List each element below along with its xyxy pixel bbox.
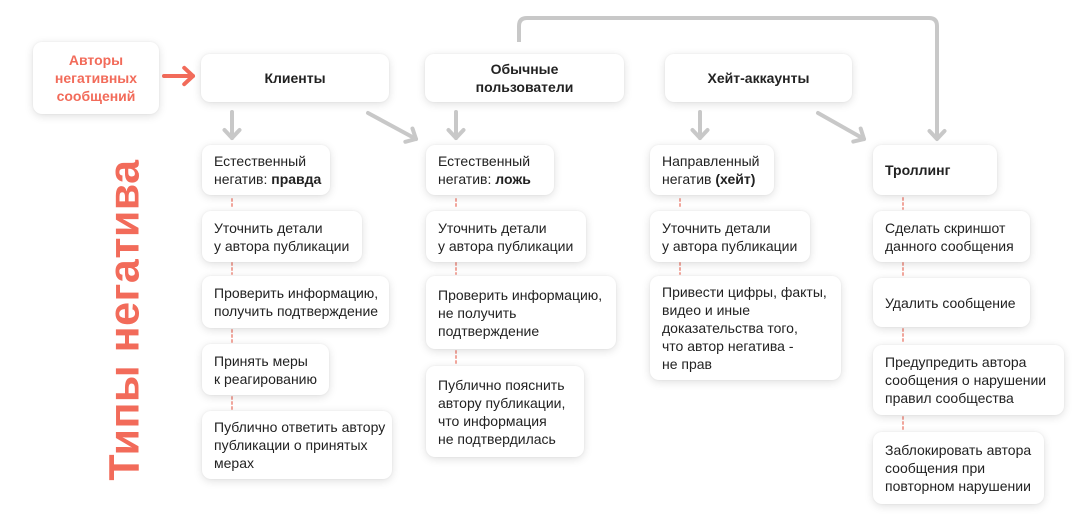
hate-accounts-to-hate-arrow-head	[690, 127, 710, 140]
ordinary-users-to-trolling-line	[517, 16, 939, 138]
lie-title-card-line: негатив: ложь	[438, 170, 542, 188]
lie-step-card-line: что информация	[438, 412, 547, 429]
lie-step-card-line: не получить	[438, 304, 517, 321]
truth-step-card-line: у автора публикации	[214, 237, 350, 254]
header-clients-line: Клиенты	[264, 70, 326, 86]
hate-step-card-line: видео и иные	[662, 302, 750, 318]
troll-step-card-line: сообщения при	[885, 460, 986, 476]
hate-step-card-line: что автор негатива -	[662, 338, 794, 354]
header-trolling-line: Троллинг	[885, 162, 951, 178]
truth-title-card-line: Естественный	[214, 153, 307, 169]
header-ordinary-users-line: пользователи	[475, 79, 574, 95]
header-hate-accounts: Хейт-аккаунты	[665, 54, 852, 102]
lie-step-card-line: Проверить информацию,	[438, 286, 603, 303]
hate-step-card-line: доказательства того,	[662, 320, 798, 336]
ordinary-to-lie-arrow-head	[446, 127, 466, 140]
truth-title-card-line: негатив: правда	[214, 170, 322, 188]
hate-step-card-line: у автора публикации	[662, 237, 798, 254]
clients-to-lie-arrow-shaft	[366, 111, 418, 141]
truth-step-card-line: публикации о принятых	[214, 437, 368, 453]
truth-step-card-line: Публично ответить автору	[214, 419, 386, 435]
header-clients: Клиенты	[201, 54, 389, 102]
truth-title-card-label: негатив:	[214, 171, 272, 187]
lie-title-card-line: Естественный	[438, 153, 531, 169]
lie-step-card-line: Уточнить детали	[438, 219, 547, 236]
lie-title-card-label: негатив:	[438, 171, 496, 187]
truth-step-card-line: мерах	[214, 455, 254, 471]
hate-step-card-line: не прав	[662, 356, 712, 372]
troll-step-card-line: Удалить сообщение	[885, 294, 1016, 311]
authors-to-clients-arrow-head	[182, 65, 195, 87]
lie-title-card-verdict: ложь	[495, 171, 531, 187]
troll-step-card-line: Заблокировать автора	[885, 442, 1032, 458]
troll-step-card-line: повторном нарушении	[885, 478, 1031, 494]
troll-step-card-line: Предупредить автора	[885, 354, 1027, 370]
clients-to-truth-arrow-head	[222, 127, 242, 140]
lie-step-card-line: Публично пояснить	[438, 376, 565, 393]
header-ordinary-users: Обычные пользователи	[425, 54, 624, 102]
hate-title-card-line: Направленный	[662, 153, 760, 169]
authors-box-line: негативных	[54, 70, 138, 86]
authors-box: Авторы негативных сообщений	[33, 42, 159, 114]
truth-step-card-line: Принять меры	[214, 352, 308, 369]
hate-step-card: Привести цифры, факты, видео и иные доказа…	[650, 276, 841, 380]
authors-box-line: сообщений	[56, 88, 136, 104]
clients-to-lie-arrow-head	[403, 126, 418, 144]
header-ordinary-users-line: Обычные	[490, 61, 559, 77]
truth-step-card: Публично ответить автору публикации о при…	[202, 411, 392, 479]
truth-step-card-line: получить подтверждение	[214, 303, 379, 319]
hate-accounts-to-trolling-arrow-shaft	[816, 111, 866, 141]
hate-title-card-line: негатив (хейт)	[662, 170, 762, 188]
authors-box-line: Авторы	[68, 52, 124, 68]
lie-step-card-line: у автора публикации	[438, 237, 574, 254]
troll-step-card-line: данного сообщения	[885, 237, 1014, 254]
truth-step-card-line: Проверить информацию,	[214, 285, 379, 301]
troll-step-card: Заблокировать автора сообщения при повторн…	[873, 432, 1044, 504]
hate-step-card-line: Уточнить детали	[662, 219, 771, 236]
hate-title-card-label: негатив	[662, 171, 716, 187]
troll-step-card-line: правил сообщества	[885, 390, 1014, 406]
header-hate-accounts-line: Хейт-аккаунты	[707, 70, 810, 86]
header-trolling: Троллинг	[873, 145, 997, 195]
ordinary-users-to-trolling-arrow-head	[927, 128, 947, 141]
truth-step-card-line: Уточнить детали	[214, 219, 323, 236]
side-title: Типы негатива	[100, 159, 149, 481]
troll-step-card: Удалить сообщение	[873, 278, 1030, 327]
troll-step-card-line: Сделать скриншот	[885, 219, 1006, 236]
truth-title-card-verdict: правда	[271, 171, 322, 187]
hate-step-card-line: Привести цифры, факты,	[662, 284, 827, 300]
hate-title-card-verdict: (хейт)	[715, 171, 756, 187]
truth-step-card: Проверить информацию, получить подтвержде…	[202, 276, 389, 328]
lie-step-card-line: не подтвердилась	[438, 430, 556, 447]
truth-step-card-line: к реагированию	[214, 370, 317, 387]
troll-step-card: Предупредить автора сообщения о нарушении…	[873, 345, 1064, 415]
hate-accounts-to-trolling-arrow-head	[851, 126, 866, 144]
troll-step-card-line: сообщения о нарушении	[885, 372, 1047, 388]
lie-step-card-line: подтверждение	[438, 322, 540, 339]
lie-step-card-line: автору публикации,	[438, 394, 566, 411]
